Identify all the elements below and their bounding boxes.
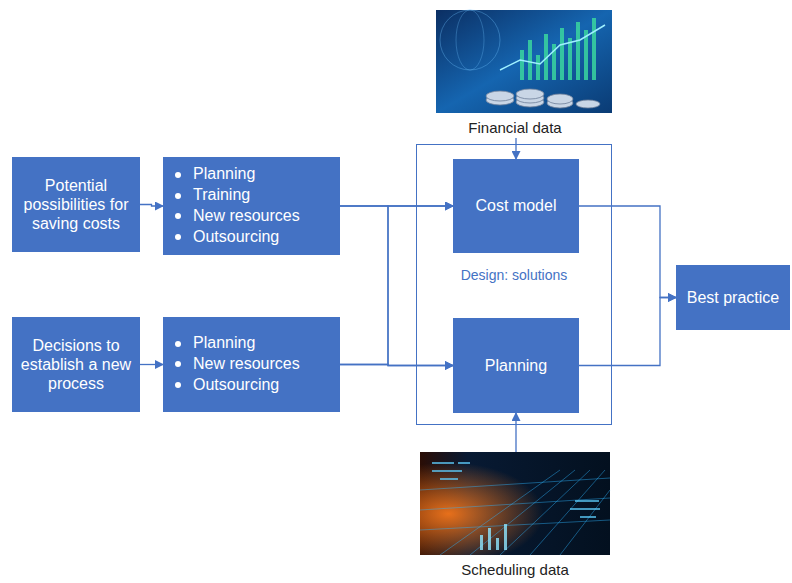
code-dashes — [432, 462, 600, 518]
list-item-text: New resources — [193, 206, 300, 227]
arrow-connector — [579, 298, 676, 366]
process-box: Planning — [453, 318, 579, 413]
list-item-text: Outsourcing — [193, 375, 279, 396]
node-label: Design: solutions — [461, 267, 568, 283]
coins — [486, 89, 600, 108]
list-item: Outsourcing — [175, 227, 332, 248]
list-item-text: New resources — [193, 354, 300, 375]
list-item: New resources — [175, 354, 332, 375]
node-label: Best practice — [687, 288, 779, 307]
list-item: Planning — [175, 333, 332, 354]
process-box: Cost model — [453, 159, 579, 253]
list-item: Training — [175, 185, 332, 206]
list-item-text: Outsourcing — [193, 227, 279, 248]
node-label: Potential possibilities for saving costs — [20, 176, 132, 234]
arrow-connector — [515, 138, 516, 159]
node-label: Cost model — [476, 196, 557, 215]
globe — [456, 10, 484, 70]
image-glow — [420, 452, 610, 555]
arrow-connector — [340, 206, 453, 366]
bullet-dot — [175, 361, 181, 367]
group-frame: Design: solutions Cost modelPlanning — [416, 144, 612, 425]
bullet-dot — [175, 172, 181, 178]
arrow-connector — [579, 206, 676, 298]
process-box: Decisions to establish a new process — [12, 317, 140, 412]
bullet-dot — [175, 382, 181, 388]
list-item-text: Planning — [193, 164, 255, 185]
list-item: Planning — [175, 164, 332, 185]
arrow-connector — [340, 206, 453, 365]
image-caption-node: Financial data — [430, 10, 600, 138]
financial-image — [436, 10, 612, 113]
globe — [440, 10, 500, 70]
image-caption: Financial data — [468, 119, 561, 136]
image-caption: Scheduling data — [461, 561, 569, 578]
scheduling-image — [420, 452, 610, 555]
bullet-dot — [175, 193, 181, 199]
bullet-dot — [175, 341, 181, 347]
process-box: Potential possibilities for saving costs — [12, 157, 140, 252]
chart-line — [500, 25, 605, 70]
arrow-connector — [140, 364, 163, 365]
bullet-dot — [175, 234, 181, 240]
result-box: Best practice — [676, 265, 790, 330]
image-caption-node: Scheduling data — [430, 452, 600, 580]
chart-bars — [520, 18, 596, 80]
list-item-text: Planning — [193, 333, 255, 354]
bullet-list-box: PlanningTrainingNew resourcesOutsourcing — [163, 157, 340, 255]
list-item: Outsourcing — [175, 375, 332, 396]
arrow-connector — [515, 413, 516, 452]
list-item-text: Training — [193, 185, 250, 206]
list-item: New resources — [175, 206, 332, 227]
image-ground — [420, 452, 610, 555]
grid-lines — [420, 470, 610, 555]
arrow-connector — [340, 365, 453, 366]
node-label: Planning — [485, 356, 547, 375]
bullet-list-box: PlanningNew resourcesOutsourcing — [163, 317, 340, 412]
node-label: Decisions to establish a new process — [20, 336, 132, 394]
bullet-dot — [175, 213, 181, 219]
bars — [480, 524, 507, 550]
arrow-connector — [140, 205, 163, 207]
image-ground — [436, 10, 612, 113]
